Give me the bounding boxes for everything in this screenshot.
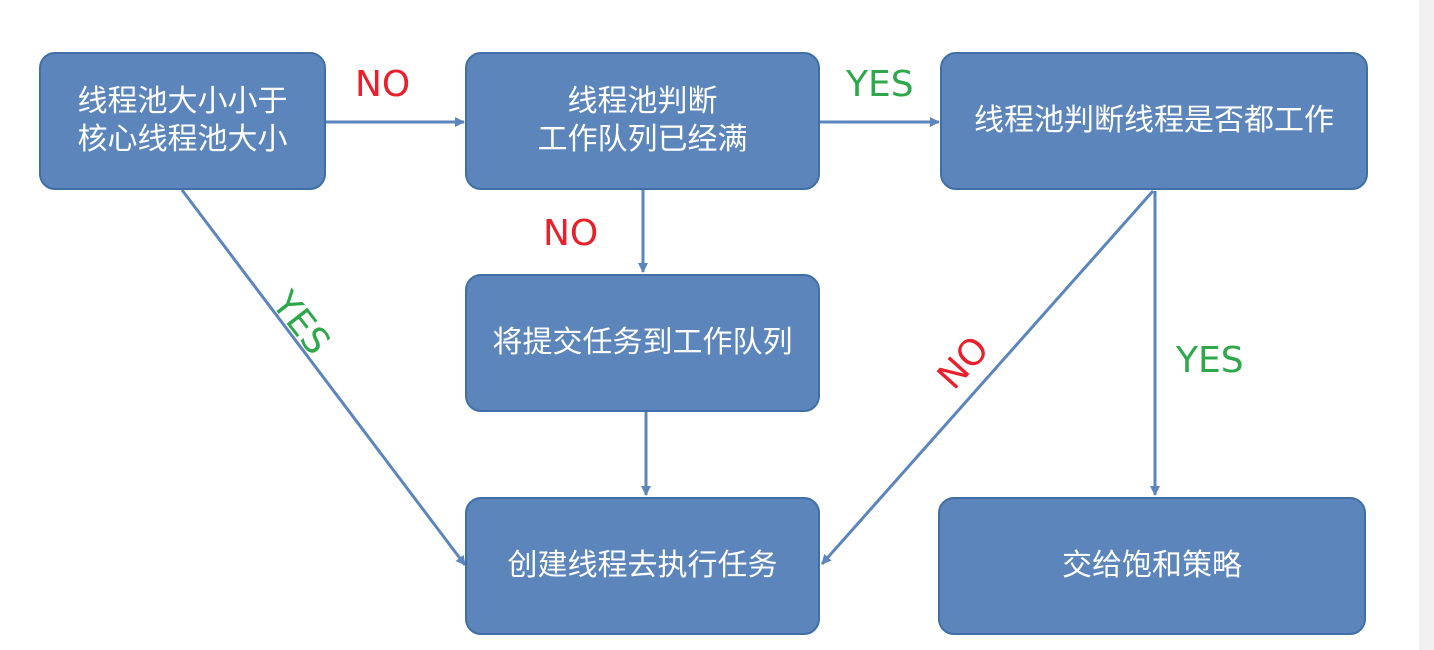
label-core-to-queue: NO — [355, 64, 411, 105]
node-saturation-policy-line-1: 交给饱和策略 — [1062, 548, 1242, 583]
node-queue-full-check-line-1: 线程池判断 — [567, 84, 718, 119]
node-enqueue-task-line-1: 将提交任务到工作队列 — [492, 325, 793, 360]
label-queue-to-enqueue: NO — [543, 213, 599, 254]
node-core-pool-check: 线程池大小小于 核心线程池大小 — [39, 52, 326, 190]
label-pool-to-saturation: YES — [1176, 340, 1244, 381]
page-edge-strip — [1419, 0, 1434, 650]
label-queue-to-pool: YES — [846, 64, 914, 105]
node-create-thread-line-1: 创建线程去执行任务 — [507, 548, 778, 583]
node-create-thread: 创建线程去执行任务 — [465, 497, 820, 635]
node-pool-working-check-line-1: 线程池判断线程是否都工作 — [974, 103, 1334, 138]
node-core-pool-check-line-2: 核心线程池大小 — [77, 122, 288, 157]
node-queue-full-check-line-2: 工作队列已经满 — [537, 122, 748, 157]
edge-pool-to-create — [820, 190, 1155, 565]
node-saturation-policy: 交给饱和策略 — [938, 497, 1366, 635]
node-enqueue-task: 将提交任务到工作队列 — [465, 274, 820, 412]
node-core-pool-check-line-1: 线程池大小小于 — [77, 84, 288, 119]
node-pool-working-check: 线程池判断线程是否都工作 — [940, 52, 1368, 190]
edge-core-to-create — [180, 189, 467, 566]
node-queue-full-check: 线程池判断 工作队列已经满 — [465, 52, 820, 190]
